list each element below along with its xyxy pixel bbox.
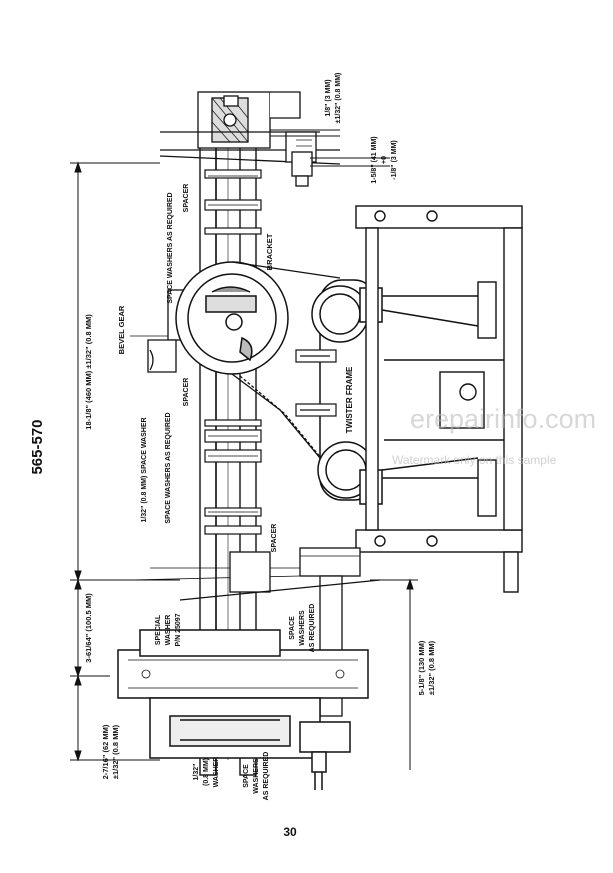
top-dimension-label-1a: 1/8" (3 MM)	[325, 79, 332, 116]
space-washers-low-label-3: AS REQUIRED	[309, 604, 316, 653]
bottom-sprocket	[117, 629, 369, 790]
bottom-dimension-label-1: 2-7/16" (62 MM)	[101, 724, 110, 779]
twister-frame-label: TWISTER FRAME	[345, 366, 354, 433]
watermark-site: erepairinfo.com	[410, 404, 596, 434]
sprocket-detail	[128, 659, 358, 689]
right-shaft	[295, 349, 337, 417]
space-washers-top-label: SPACE WASHERS AS REQUIRED	[167, 192, 174, 303]
spacer-mid-label: SPACER	[183, 378, 190, 407]
space-washers-bot-label-3: AS REQUIRED	[263, 752, 270, 801]
washer-label-2: (0.8 MM)	[203, 758, 210, 786]
special-washer-label-3: P/N 25097	[175, 613, 182, 646]
spacer-top-label: SPACER	[183, 184, 190, 213]
spacer-low-label: SPACER	[271, 524, 278, 553]
right-frame	[355, 205, 523, 593]
washer-label-3: WASHER	[213, 757, 220, 788]
top-dimension-label-2b: +0	[381, 156, 388, 164]
bottom-dimension-label-2: ±1/32" (0.8 MM)	[111, 724, 120, 779]
drive-belt	[231, 261, 341, 475]
left-dimension-label: 3-61/64" (100.5 MM)	[84, 593, 93, 663]
special-washer-label-2: WASHER	[165, 615, 172, 646]
shaft-hatching	[208, 175, 258, 513]
lower-leaders	[129, 567, 301, 581]
bracket-label: BRACKET	[265, 233, 274, 270]
top-dimension-label-2a: 1-5/8" (41 MM)	[371, 136, 378, 183]
top-dim-lines	[270, 129, 390, 167]
space-washers-bot-label-2: WASHERS	[253, 758, 260, 794]
model-title: 565-570	[29, 419, 46, 474]
drive-gear	[175, 261, 289, 375]
watermark-note: Watermark only on this sample	[392, 453, 557, 467]
main-dimension-line	[70, 161, 180, 762]
space-washers-bot-label-1: SPACE	[243, 764, 250, 788]
space-washers-low-label-2: WASHERS	[299, 610, 306, 646]
bevel-gear-label: BEVEL GEAR	[117, 305, 126, 354]
space-washers-low-label-1: SPACE	[289, 616, 296, 640]
top-dimension-label-2c: -1/8" (3 MM)	[391, 140, 398, 180]
special-washer-label-1: SPECIAL	[155, 614, 162, 645]
washer-label-1: 1/32"	[193, 764, 200, 781]
right-dimension-label-2: ±1/32" (0.8 MM)	[427, 640, 436, 695]
space-washer-1-32-label: 1/32" (0.8 MM) SPACE WASHER	[141, 417, 148, 522]
main-dimension-label: 18-1/8" (460 MM) ±1/32" (0.8 MM)	[84, 314, 93, 430]
right-dimension-label-1: 5-1/8" (130 MM)	[417, 640, 426, 695]
right-dimension-line	[370, 578, 418, 770]
top-bearing-assembly	[159, 91, 341, 187]
space-washers-mid-label: SPACE WASHERS AS REQUIRED	[165, 412, 172, 523]
page-number: 30	[283, 825, 297, 839]
top-dimension-label-1b: ±1/32" (0.8 MM)	[335, 73, 342, 124]
